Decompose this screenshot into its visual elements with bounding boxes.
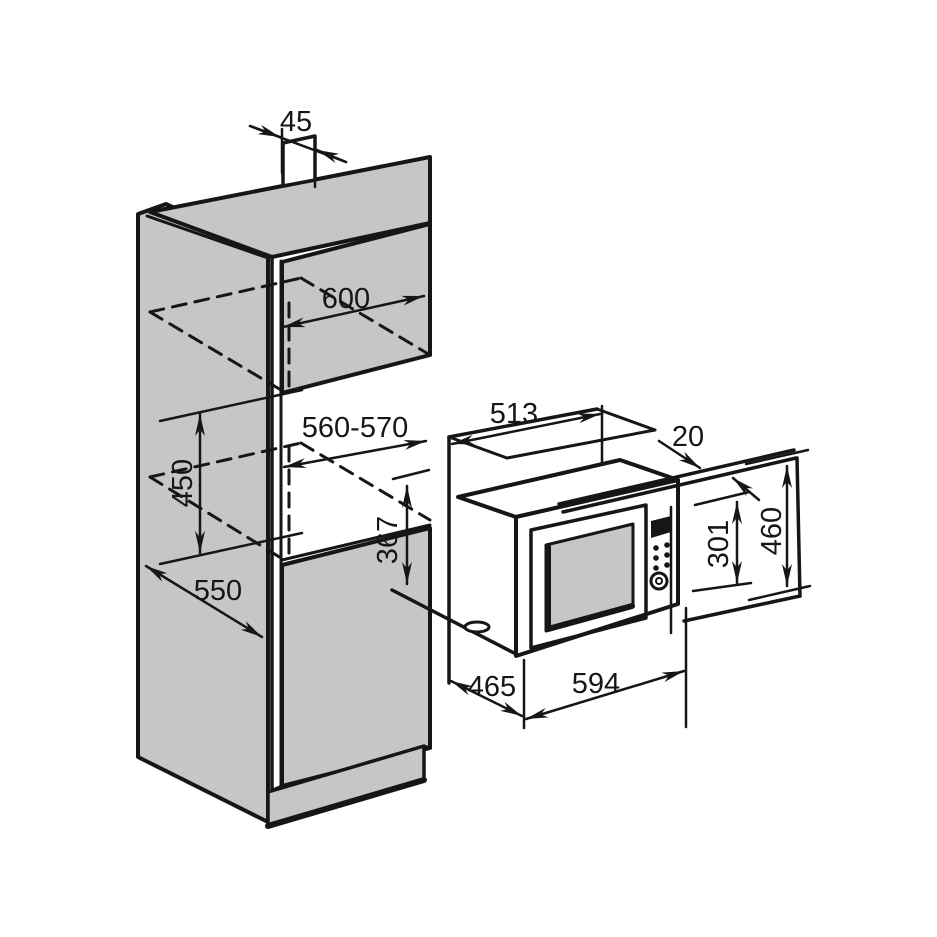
dim-top-filler-45: 45 bbox=[248, 106, 348, 189]
tall-cabinet bbox=[136, 134, 432, 829]
dim-niche-width-560-570: 560-570 bbox=[282, 412, 428, 469]
dim-label-460: 460 bbox=[756, 507, 788, 555]
dim-cabinet-depth-550: 550 bbox=[144, 564, 264, 639]
dim-frame-height-460: 460 bbox=[744, 448, 812, 602]
dim-label-45: 45 bbox=[280, 106, 312, 138]
dim-niche-front-367: 367 bbox=[372, 468, 431, 586]
dim-niche-height-450: 450 bbox=[158, 388, 304, 566]
plinth-step-right bbox=[422, 744, 432, 750]
dimension-annotations: 45 600 560-570 450 550 367 5 bbox=[144, 106, 812, 730]
dim-label-513: 513 bbox=[490, 398, 538, 430]
frame-top-edge-inner bbox=[561, 456, 798, 514]
plinth-step-left bbox=[266, 784, 284, 794]
dim-label-367: 367 bbox=[372, 516, 404, 564]
dim-label-20: 20 bbox=[672, 421, 704, 453]
control-buttons bbox=[653, 542, 670, 571]
frame-bottom-edge bbox=[682, 594, 802, 623]
dim-label-600: 600 bbox=[322, 283, 370, 315]
dial-knob bbox=[649, 571, 669, 591]
housing-bottom-edge bbox=[390, 588, 518, 656]
microwave-foot bbox=[463, 620, 491, 634]
microwave-door-frame bbox=[529, 503, 648, 650]
dim-label-550: 550 bbox=[194, 575, 242, 607]
dim-label-594: 594 bbox=[572, 668, 620, 700]
frame-right-edge bbox=[795, 456, 802, 598]
cabinet-panel-lip-line bbox=[145, 214, 270, 260]
dim-label-465: 465 bbox=[468, 671, 516, 703]
plinth-bottom-edge bbox=[265, 777, 427, 829]
dim-label-450: 450 bbox=[167, 459, 199, 507]
microwave-assembly bbox=[390, 407, 802, 685]
housing-top-right-depth-edge bbox=[595, 407, 657, 432]
dim-label-560-570: 560-570 bbox=[302, 412, 408, 444]
dim-built-in-depth-513: 513 bbox=[450, 398, 604, 465]
dial-knob-center bbox=[655, 577, 663, 585]
door-window-shadow bbox=[545, 544, 635, 632]
dim-appliance-width-594: 594 bbox=[522, 606, 688, 730]
dim-frame-overlap-20: 20 bbox=[657, 421, 761, 502]
dim-appliance-height-301: 301 bbox=[691, 490, 753, 593]
frame-top-edge-outer bbox=[557, 448, 796, 506]
dim-appliance-depth-465: 465 bbox=[449, 671, 524, 718]
housing-top-left-depth-edge bbox=[447, 435, 509, 460]
display bbox=[651, 516, 671, 538]
cabinet-left-panel bbox=[136, 202, 270, 824]
housing-top-back-edge bbox=[505, 428, 657, 460]
dim-label-301: 301 bbox=[703, 520, 735, 568]
dim-cabinet-width-600: 600 bbox=[281, 283, 426, 329]
